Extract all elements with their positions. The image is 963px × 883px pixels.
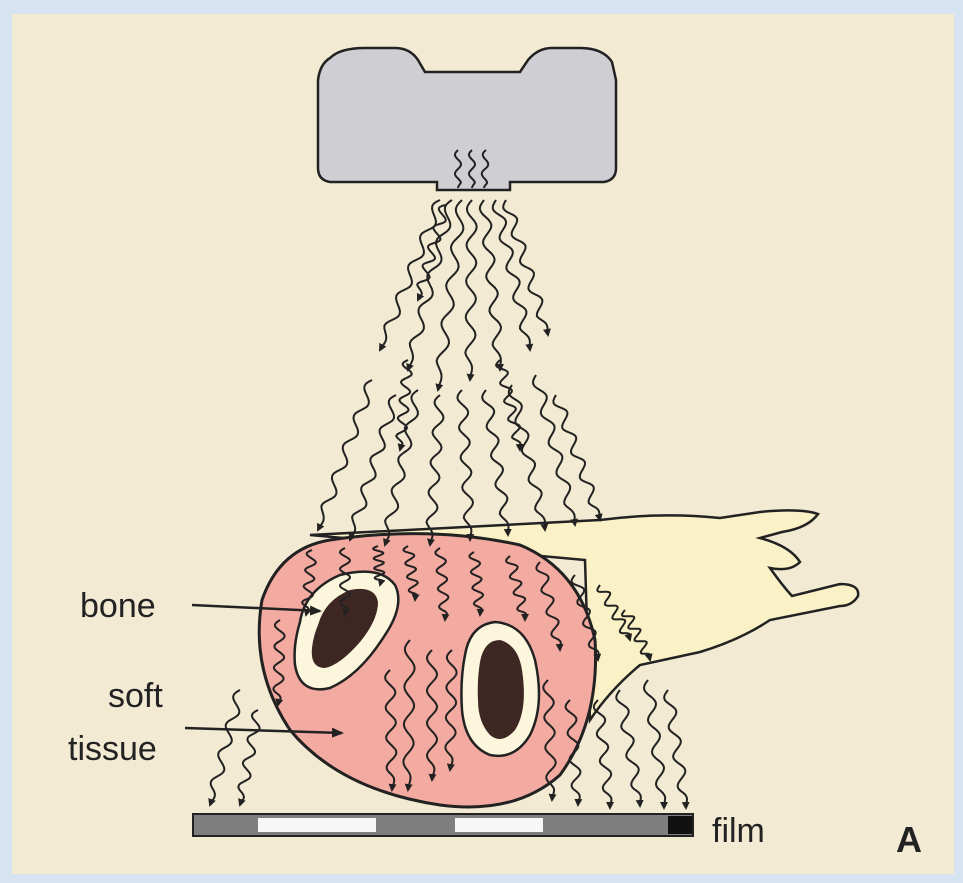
label-film: film <box>712 812 765 850</box>
film-strip <box>193 814 693 836</box>
film-exposed-white-left <box>258 818 376 832</box>
label-soft: soft <box>108 677 163 715</box>
label-panel-a: A <box>896 819 922 860</box>
label-bone: bone <box>80 587 156 625</box>
film-exposed-black <box>668 816 692 834</box>
label-tissue: tissue <box>68 730 157 768</box>
bone-marrow-right <box>478 640 524 739</box>
film-exposed-white-right <box>455 818 543 832</box>
bone-right <box>461 622 539 756</box>
